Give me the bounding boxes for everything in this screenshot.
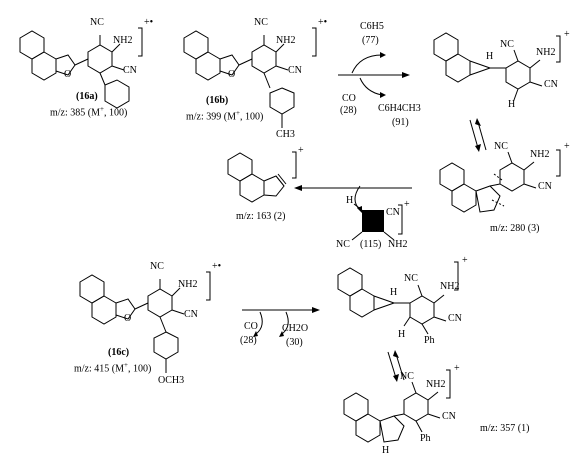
label-16c-nh2: NH2 — [178, 279, 198, 290]
arrow-16c-to-int2 — [242, 307, 320, 337]
label-357-cn: CN — [442, 411, 456, 422]
label-357-nh2: NH2 — [426, 379, 446, 390]
label-16c-nc: NC — [150, 261, 164, 272]
label-357-h: H — [382, 445, 390, 456]
loss-c6h5-mass: (77) — [362, 35, 379, 46]
structure-intermediate-1 — [433, 32, 543, 101]
label-115-cn: CN — [386, 207, 400, 218]
loss-co-2: CO — [244, 321, 258, 332]
label-16b-nh2: NH2 — [276, 35, 296, 46]
structure-16b — [183, 30, 295, 128]
mz-16c: m/z: 415 (M+, 100) — [74, 361, 152, 375]
equilibrium-1 — [469, 118, 487, 152]
structure-16a — [19, 30, 130, 109]
mz-357: m/z: 357 (1) — [480, 423, 530, 434]
structure-fragment-163 — [227, 152, 287, 203]
label-115-nh2: NH2 — [388, 239, 408, 250]
mz-16b: m/z: 399 (M+, 100) — [186, 109, 264, 123]
label-16b-nc: NC — [254, 17, 268, 28]
label-int1-cn: CN — [544, 79, 558, 90]
loss-c6h4ch3: C6H4CH3 — [378, 103, 421, 114]
loss-co-2-mass: (28) — [240, 335, 257, 346]
label-int2-nc: NC — [404, 273, 418, 284]
structure-16c — [79, 274, 185, 373]
charge-int1: + — [564, 29, 570, 40]
label-115-h: H — [346, 195, 354, 206]
structure-fragment-115 — [351, 203, 395, 241]
label-357-nc: NC — [400, 371, 414, 382]
charge-16c: +• — [212, 261, 222, 272]
charge-163: + — [298, 145, 304, 156]
mz-115: (115) — [360, 239, 382, 250]
label-16b-o: O — [228, 69, 236, 80]
mz-16a: m/z: 385 (M+, 100) — [50, 105, 128, 119]
loss-ch2o-mass: (30) — [286, 337, 303, 348]
charge-16b: +• — [318, 17, 328, 28]
label-int1-h2: H — [508, 99, 516, 110]
label-int1-nc: NC — [500, 39, 514, 50]
label-16c-och3: OCH3 — [158, 375, 185, 386]
charge-int2: + — [462, 255, 468, 266]
charge-115: + — [404, 199, 410, 210]
loss-co: CO — [342, 93, 356, 104]
compound-id-16b: (16b) — [206, 95, 229, 106]
label-280-nc: NC — [494, 141, 508, 152]
charge-280: + — [564, 141, 570, 152]
label-16c-o: O — [124, 313, 132, 324]
structure-fragment-280 — [439, 151, 537, 213]
label-16a-cn: CN — [123, 65, 137, 76]
label-int1-nh2: NH2 — [536, 47, 556, 58]
label-int2-ph: Ph — [424, 335, 435, 346]
label-int2-h: H — [390, 287, 398, 298]
label-int2-cn: CN — [448, 313, 462, 324]
label-280-cn: CN — [538, 181, 552, 192]
loss-c6h4ch3-mass: (91) — [392, 117, 409, 128]
label-16a-nh2: NH2 — [113, 35, 133, 46]
charge-brackets — [138, 27, 561, 399]
compound-id-16a: (16a) — [76, 91, 98, 102]
label-280-nh2: NH2 — [530, 149, 550, 160]
equilibrium-2 — [387, 350, 405, 382]
label-115-nc: NC — [336, 239, 350, 250]
mz-280: m/z: 280 (3) — [490, 223, 540, 234]
charge-357: + — [454, 363, 460, 374]
loss-co-mass: (28) — [340, 105, 357, 116]
mz-163: m/z: 163 (2) — [236, 211, 286, 222]
label-16c-cn: CN — [184, 309, 198, 320]
label-16b-ch3: CH3 — [276, 129, 295, 140]
structure-intermediate-2 — [337, 267, 447, 335]
label-int2-nh2: NH2 — [440, 281, 460, 292]
loss-ch2o: CH2O — [282, 323, 309, 334]
arrow-16b-to-int1 — [338, 52, 410, 98]
label-16b-cn: CN — [288, 65, 302, 76]
label-357-ph: Ph — [420, 433, 431, 444]
structure-fragment-357 — [343, 381, 441, 443]
loss-c6h5: C6H5 — [360, 21, 384, 32]
label-16a-o: O — [64, 69, 72, 80]
charge-16a: +• — [144, 17, 154, 28]
compound-id-16c: (16c) — [108, 347, 130, 358]
label-16a-nc: NC — [90, 17, 104, 28]
label-int2-h2: H — [398, 329, 406, 340]
label-int1-h: H — [486, 51, 494, 62]
